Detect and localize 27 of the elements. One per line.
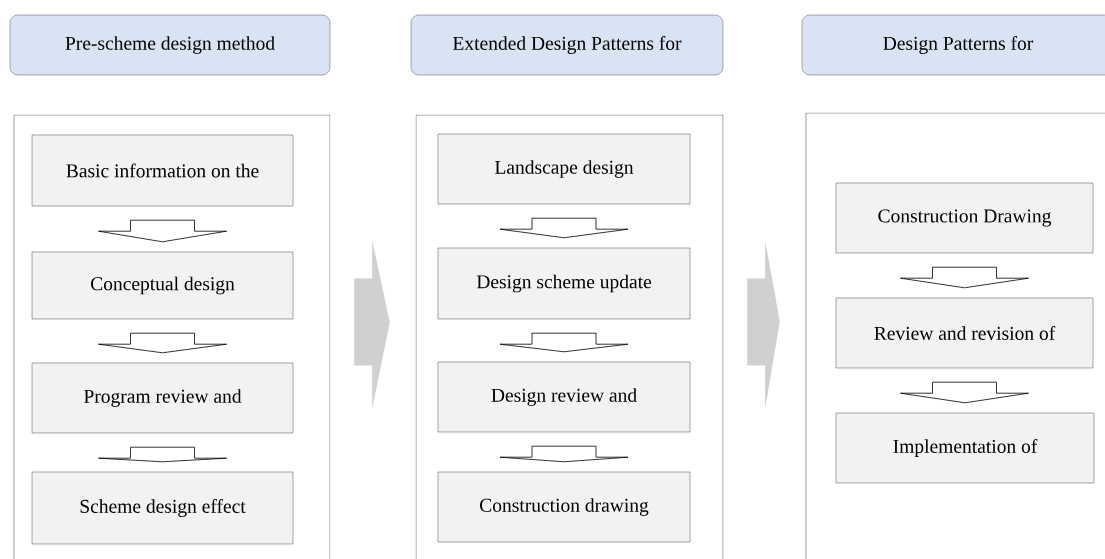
process-box: Basic information on the xyxy=(31,134,294,207)
process-box: Construction Drawing xyxy=(835,182,1094,254)
hollow-arrow xyxy=(98,219,227,243)
header-box: Pre-scheme design method xyxy=(9,14,331,76)
process-box: Review and revision of xyxy=(835,297,1094,369)
process-box: Design scheme update xyxy=(437,247,691,320)
block-arrow xyxy=(747,240,780,409)
hollow-arrow xyxy=(98,332,227,354)
panel-frame xyxy=(415,114,724,559)
process-box: Program review and xyxy=(31,362,294,434)
header-box: Design Patterns for xyxy=(801,14,1105,76)
process-box: Design review and xyxy=(437,361,691,433)
panel-frame xyxy=(805,112,1105,559)
hollow-arrow xyxy=(900,381,1029,404)
process-box: Scheme design effect xyxy=(31,471,294,545)
process-box: Construction drawing xyxy=(437,471,691,543)
block-arrow xyxy=(354,240,390,409)
process-box: Landscape design xyxy=(437,133,691,205)
hollow-arrow xyxy=(499,445,629,463)
panel-frame xyxy=(13,114,331,559)
process-box: Implementation of xyxy=(835,412,1095,484)
hollow-arrow xyxy=(499,217,629,239)
process-box: Conceptual design xyxy=(31,251,294,320)
hollow-arrow xyxy=(499,332,629,353)
hollow-arrow xyxy=(98,446,227,463)
header-box: Extended Design Patterns for xyxy=(410,14,724,76)
hollow-arrow xyxy=(900,266,1029,289)
